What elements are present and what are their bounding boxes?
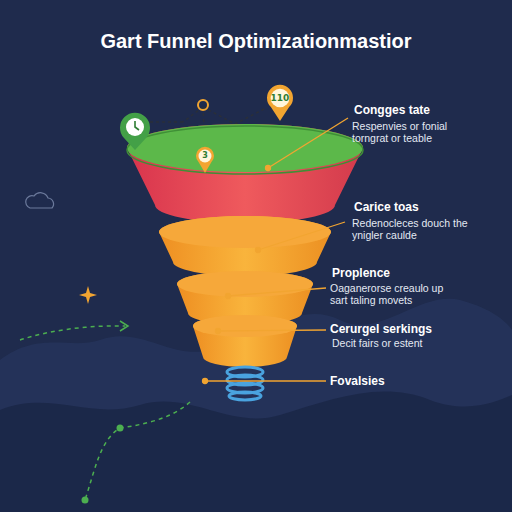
trail-dot bbox=[117, 425, 124, 432]
funnel-band-top bbox=[159, 216, 331, 248]
callout-text: Redenocleces douch the ynigler caulde bbox=[352, 217, 474, 241]
trail bbox=[85, 402, 190, 500]
clock-hands bbox=[135, 121, 139, 130]
leader-line bbox=[218, 330, 326, 331]
wave bbox=[0, 392, 512, 512]
callout-heading: Fovalsies bbox=[330, 374, 500, 388]
background-waves bbox=[0, 299, 512, 512]
coil bbox=[227, 367, 263, 400]
pin-shape bbox=[267, 85, 293, 121]
callout-heading: Congges tate bbox=[354, 103, 504, 117]
callout-text: Oaganerorse creaulo up sart taling movet… bbox=[330, 282, 454, 306]
pin-shape bbox=[196, 147, 214, 173]
trail bbox=[20, 326, 125, 340]
funnel-band-top bbox=[177, 271, 313, 297]
wave bbox=[0, 299, 512, 512]
callout-heading: Proplence bbox=[332, 266, 502, 280]
trail bbox=[203, 107, 266, 124]
trail-arrowhead bbox=[120, 321, 128, 331]
title: Gart Funnel Optimizationmastior bbox=[0, 30, 512, 53]
funnel-band bbox=[127, 124, 363, 223]
leader-dot bbox=[216, 329, 221, 334]
funnel-band bbox=[193, 315, 297, 367]
callout-heading: Carice toas bbox=[354, 200, 504, 214]
junction-dot bbox=[198, 100, 208, 110]
pin-number: 110 bbox=[266, 92, 294, 104]
pin-shape bbox=[120, 113, 150, 150]
sparkle bbox=[79, 286, 97, 304]
leader-dot bbox=[203, 379, 208, 384]
map-pin: 110 bbox=[266, 84, 294, 122]
pin-number: 3 bbox=[195, 150, 215, 162]
leader-line bbox=[268, 118, 348, 168]
funnel-top-rim bbox=[127, 126, 363, 174]
leader-line bbox=[228, 288, 326, 296]
callout-text: Respenvies or fonial torngrat or teable bbox=[352, 120, 474, 144]
callout-heading: Cerurgel serkings bbox=[330, 322, 500, 336]
trail-dot bbox=[82, 497, 89, 504]
leader-dot bbox=[266, 166, 271, 171]
coil-ring bbox=[229, 392, 261, 400]
leader-line bbox=[205, 380, 326, 381]
trail bbox=[150, 121, 183, 123]
leader-lines bbox=[203, 118, 349, 384]
callout-text: Decit fairs or estent bbox=[332, 337, 456, 349]
funnel bbox=[127, 124, 363, 400]
funnel-band-top bbox=[193, 315, 297, 337]
green-pin bbox=[120, 113, 150, 150]
cloud-icon bbox=[26, 193, 54, 208]
clock-face bbox=[126, 118, 144, 136]
leader-dot bbox=[256, 248, 261, 253]
map-pin: 3 bbox=[195, 146, 215, 174]
funnel-band bbox=[159, 216, 331, 276]
leader-line bbox=[258, 222, 345, 250]
leader-dot bbox=[226, 294, 231, 299]
